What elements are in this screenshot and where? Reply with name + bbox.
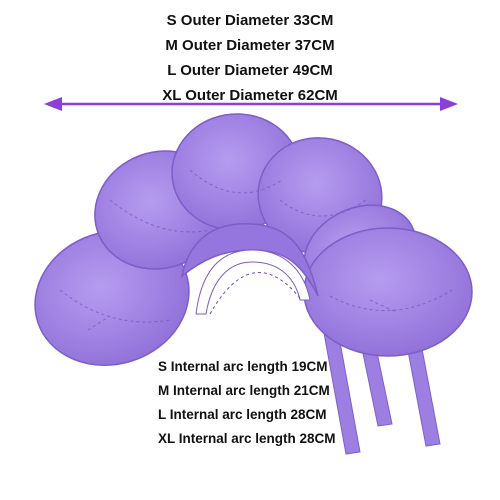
outer-diameter-xl: XL Outer Diameter 62CM (162, 87, 338, 104)
internal-arc-m: M Internal arc length 21CM (158, 383, 330, 398)
outer-diameter-m: M Outer Diameter 37CM (165, 37, 335, 54)
internal-arc-xl: XL Internal arc length 28CM (158, 431, 336, 446)
internal-arc-list: S Internal arc length 19CM M Internal ar… (158, 355, 336, 451)
internal-arc-l: L Internal arc length 28CM (158, 407, 327, 422)
outer-diameter-l: L Outer Diameter 49CM (167, 62, 333, 79)
outer-diameter-list: S Outer Diameter 33CM M Outer Diameter 3… (0, 8, 500, 108)
outer-diameter-s: S Outer Diameter 33CM (166, 12, 334, 29)
internal-arc-s: S Internal arc length 19CM (158, 359, 328, 374)
diameter-arrow (44, 97, 458, 111)
